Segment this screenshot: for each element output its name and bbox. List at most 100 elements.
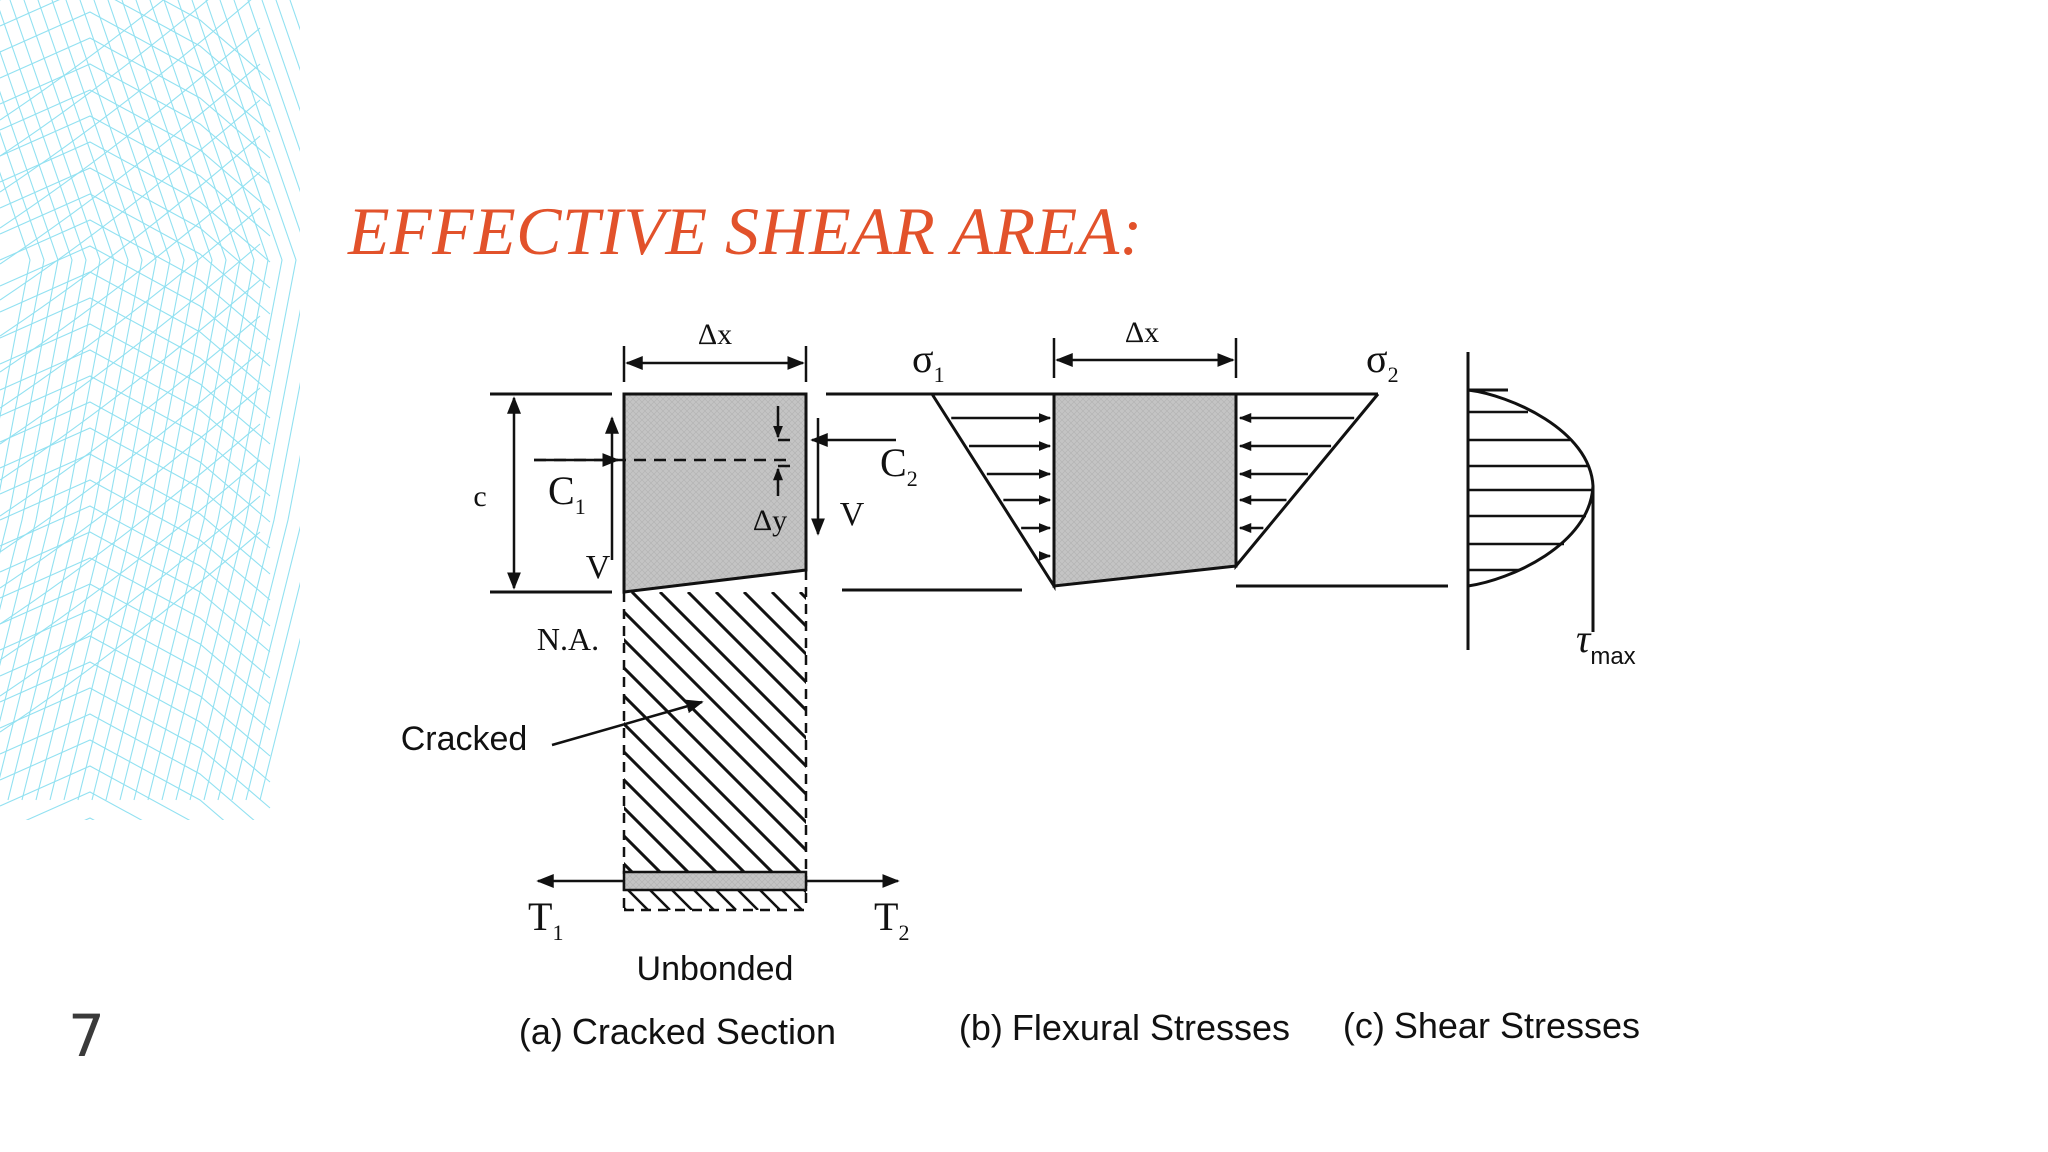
unbonded-hatch-line [584,890,604,910]
page-number: 7 [68,1002,105,1070]
crack-hatch-line [624,637,806,825]
panel-c-shear-stresses: τmax (c) Shear Stresses [1343,352,1640,1046]
crack-hatch-line [714,592,806,685]
crack-hatch-line [624,833,663,872]
caption-a: (a) Cracked Section [519,1011,836,1052]
crack-hatch-line [658,592,806,741]
mesh-line [0,167,271,289]
shear-stress-curve [1467,388,1595,588]
mesh-line [175,0,297,801]
unbonded-hatch-line [715,890,737,910]
unbonded-hatch-line [649,890,671,910]
caption-c-text: Shear Stresses [1394,1005,1640,1046]
caption-b-text: Flexural Stresses [1012,1007,1290,1048]
mesh-line [0,171,261,373]
caption-c-letter: (c) [1343,1005,1385,1046]
mesh-line [0,765,191,820]
mesh-line [0,661,271,783]
mesh-line [0,297,271,419]
shear-hatch-lines [1468,410,1593,572]
sigma2-arrows [1238,413,1355,533]
mesh-line [0,131,45,492]
unbonded-hatch-line [781,890,803,910]
cracked-pointer-arrow [551,699,704,747]
mesh-line [0,27,261,229]
mesh-line [0,713,255,820]
mesh-line [77,0,199,801]
c-dimension: c [473,396,521,590]
sigma1-stress-triangle [930,393,1056,592]
caption-a-letter: (a) [519,1011,563,1052]
crack-hatch-line [630,592,806,769]
steel-bar [622,870,808,892]
mesh-line [0,0,101,723]
dx-dimension-b: Δx [1052,316,1238,378]
caption-c: (c) Shear Stresses [1343,1005,1640,1046]
t2-label: T2 [874,894,909,945]
crack-hatch-line [624,693,803,872]
compression-block-b [1052,392,1238,588]
unbonded-hatch-line [671,890,693,910]
mesh-line [231,0,300,801]
mesh-line [0,207,261,409]
na-label: N.A. [537,621,599,657]
mesh-line [0,427,271,549]
mesh-line [0,349,271,471]
mesh-line [259,0,300,801]
mesh-line [189,0,300,801]
mesh-line [0,89,271,211]
mesh-line [49,0,171,801]
mesh-line [0,0,252,193]
mesh-line [0,0,209,157]
mesh-line [147,0,269,801]
crack-hatch-line [624,777,719,872]
mesh-line [0,219,271,341]
crack-hatch-line [624,609,806,797]
mesh-line [0,245,271,367]
unbonded-hatch-line [737,890,759,910]
crack-hatch-line [624,749,747,872]
dy-label: Δy [753,504,787,537]
crack-hatch-line [686,592,806,713]
mesh-line [0,495,261,697]
mesh-line [0,401,271,523]
mesh-line [0,50,73,611]
mesh-line [35,0,157,801]
dx-label-b: Δx [1125,316,1159,349]
mesh-line [0,99,261,301]
dx-label-a: Δx [698,318,732,351]
c1-label: C1 [548,468,586,519]
mesh-line [0,531,261,733]
crack-hatch-line [798,592,806,601]
mesh-line [0,315,261,517]
mesh-line [0,423,261,625]
mesh-line [0,505,271,627]
sigma2-stress-profile [1234,393,1380,571]
mesh-line [0,387,261,589]
wireframe-mesh-decoration [0,0,300,820]
mesh-line [0,141,271,263]
unbonded-label: Unbonded [637,950,794,988]
mesh-line [0,279,261,481]
mesh-line [0,243,261,445]
unbonded-hatch-line [693,890,715,910]
v-left-label: V [586,549,611,586]
mesh-line [0,0,271,81]
mesh-line [0,609,271,731]
mesh-lines [0,0,300,820]
mesh-line [0,171,31,419]
caption-a-text: Cracked Section [572,1011,836,1052]
caption-b-letter: (b) [959,1007,1003,1048]
dx-dimension-a: Δx [622,318,808,382]
mesh-line [0,63,271,185]
mesh-line [0,135,261,337]
mesh-line [0,375,271,497]
panel-a-cracked-section: Δx Δy c C1 [401,318,918,1052]
mesh-line [0,459,261,661]
crack-hatch-line [742,592,806,657]
v-right-label: V [840,496,865,533]
tau-max-label: τmax [1576,616,1636,670]
crack-hatch-line [770,592,806,629]
mesh-line [21,0,143,801]
